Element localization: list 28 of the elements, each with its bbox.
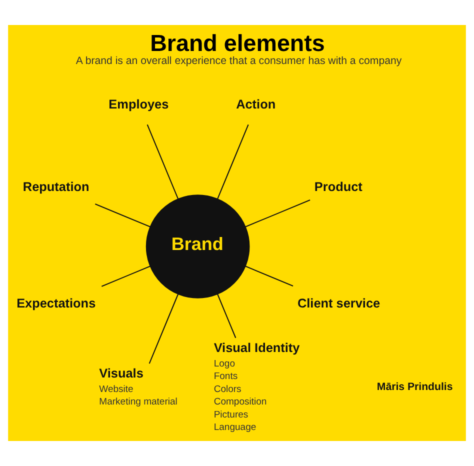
node-text: Employes [108, 96, 169, 112]
node-text: Reputation [22, 178, 90, 194]
node-label: Colors [214, 384, 242, 395]
connector [245, 200, 310, 228]
node-label: Marketing material [99, 396, 178, 408]
node-label: Pictures [214, 409, 248, 420]
caption: A brand is an overall experience that a consumer has with a company [76, 55, 402, 68]
node-label: Fonts [214, 371, 238, 382]
connector [94, 204, 150, 228]
node-text: Visuals [99, 366, 144, 381]
node-text: Client service [297, 296, 380, 311]
label: Māris Prindulis [376, 381, 453, 394]
connector [101, 266, 150, 287]
node-label: Logo [214, 358, 235, 370]
node-label: Website [99, 384, 134, 395]
node-label: Composition [214, 396, 267, 408]
node-text: Expectations [16, 296, 96, 311]
connector [245, 266, 294, 286]
connector [217, 124, 249, 199]
connector [146, 124, 179, 199]
node-text: Visual Identity [214, 340, 300, 356]
node-label: Language [214, 422, 256, 434]
connector [217, 294, 236, 338]
node-circle: Brand [146, 194, 250, 298]
diagram-title: Brand elements [150, 30, 325, 56]
node-text: Action [236, 96, 276, 112]
node-text: Product [314, 178, 362, 194]
connector [148, 294, 179, 364]
